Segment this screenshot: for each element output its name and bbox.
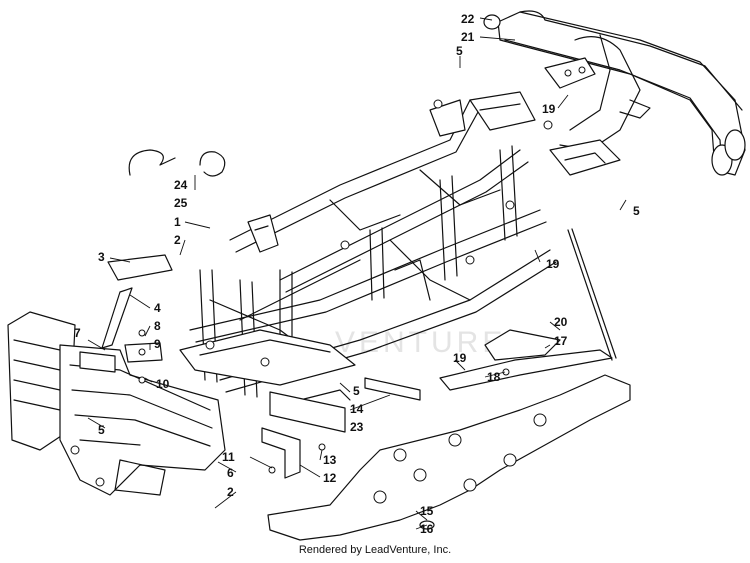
callout-1: 1: [174, 215, 181, 229]
callout-16: 16: [420, 522, 434, 536]
render-credit: Rendered by LeadVenture, Inc.: [298, 544, 452, 556]
callout-5c: 5: [353, 384, 360, 398]
callout-7: 7: [74, 326, 81, 340]
callout-19a: 19: [542, 102, 556, 116]
callout-17: 17: [554, 334, 568, 348]
main-frame: [179, 91, 557, 401]
callout-11: 11: [222, 450, 235, 464]
cap-22: [483, 14, 501, 30]
rod-20: [567, 228, 617, 361]
callout-10: 10: [156, 377, 170, 391]
callout-13: 13: [323, 453, 337, 467]
callout-22: 22: [461, 12, 475, 26]
callout-5a: 5: [456, 44, 463, 58]
callout-23: 23: [350, 420, 364, 434]
callout-20: 20: [554, 315, 568, 329]
callout-5d: 5: [98, 423, 105, 437]
callout-9: 9: [154, 337, 161, 351]
callout-14: 14: [350, 402, 364, 416]
brace-4: [101, 287, 133, 349]
callout-3: 3: [98, 250, 105, 264]
callout-6: 6: [227, 466, 234, 480]
cable-tie-25: [199, 151, 226, 177]
leader-lines: [87, 17, 627, 530]
callout-4: 4: [154, 301, 161, 315]
callout-labels: 22 21 5 19 5 24 25 1 2 3 19 4 8 9 7 10 2…: [74, 12, 640, 536]
skid-plate: [267, 374, 631, 541]
callout-2b: 2: [227, 485, 234, 499]
cable-tie-24: [128, 149, 176, 176]
callout-12: 12: [323, 471, 337, 485]
callout-5b: 5: [633, 204, 640, 218]
callout-15: 15: [420, 504, 434, 518]
rear-rack: [497, 10, 746, 176]
callout-21: 21: [461, 30, 475, 44]
callout-19c: 19: [453, 351, 467, 365]
callout-8: 8: [154, 319, 161, 333]
bracket-12: [261, 427, 301, 479]
callout-25: 25: [174, 196, 188, 210]
callout-19b: 19: [546, 257, 560, 271]
front-bumper: [7, 311, 226, 496]
callout-2a: 2: [174, 233, 181, 247]
pad-14: [364, 377, 421, 401]
callout-24: 24: [174, 178, 188, 192]
pad-23: [269, 391, 346, 433]
callout-18: 18: [487, 370, 501, 384]
bracket-17: [484, 329, 561, 361]
bracket-3: [107, 254, 173, 281]
linkage-18: [439, 349, 613, 391]
